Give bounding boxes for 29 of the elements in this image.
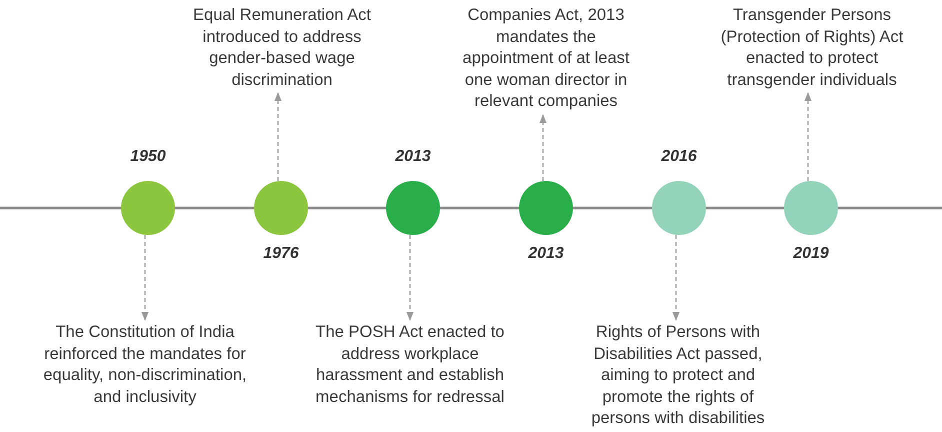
event-description: The POSH Act enacted to address workplace harassment and establish mechanisms for redressal	[310, 322, 510, 408]
dashed-arrow	[539, 114, 547, 181]
dashed-arrow	[804, 92, 812, 181]
timeline-line	[706, 206, 784, 210]
timeline-line	[573, 206, 652, 210]
timeline-line	[175, 206, 254, 210]
year-label: 2013	[527, 245, 565, 263]
timeline-line	[308, 206, 386, 210]
timeline-circle	[652, 181, 706, 235]
timeline-circle	[519, 181, 573, 235]
timeline-circle	[121, 181, 175, 235]
event-description: Equal Remuneration Act introduced to address gender-based wage discrimination	[182, 5, 382, 91]
year-label: 2016	[660, 148, 698, 166]
year-label: 2019	[792, 245, 830, 263]
event-description: Rights of Persons with Disabilities Act passed, aiming to protect and promote the rights of persons with disabilities	[578, 322, 778, 430]
timeline-circle	[386, 181, 440, 235]
dashed-arrow	[672, 235, 680, 321]
event-description: Companies Act, 2013 mandates the appointment of at least one woman director in relevant companies	[448, 5, 644, 112]
year-label: 1976	[262, 245, 300, 263]
dashed-arrow	[274, 92, 282, 181]
event-description: The Constitution of India reinforced the mandates for equality, non-discrimination, and inclusivity	[38, 322, 252, 408]
dashed-arrow	[406, 235, 414, 321]
dashed-arrow	[141, 235, 149, 321]
timeline-circle	[254, 181, 308, 235]
timeline-circle	[784, 181, 838, 235]
event-description: Transgender Persons (Protection of Rights) Act enacted to protect transgender individuals	[712, 5, 912, 91]
year-label: 2013	[394, 148, 432, 166]
timeline-line	[440, 206, 519, 210]
year-label: 1950	[129, 148, 167, 166]
